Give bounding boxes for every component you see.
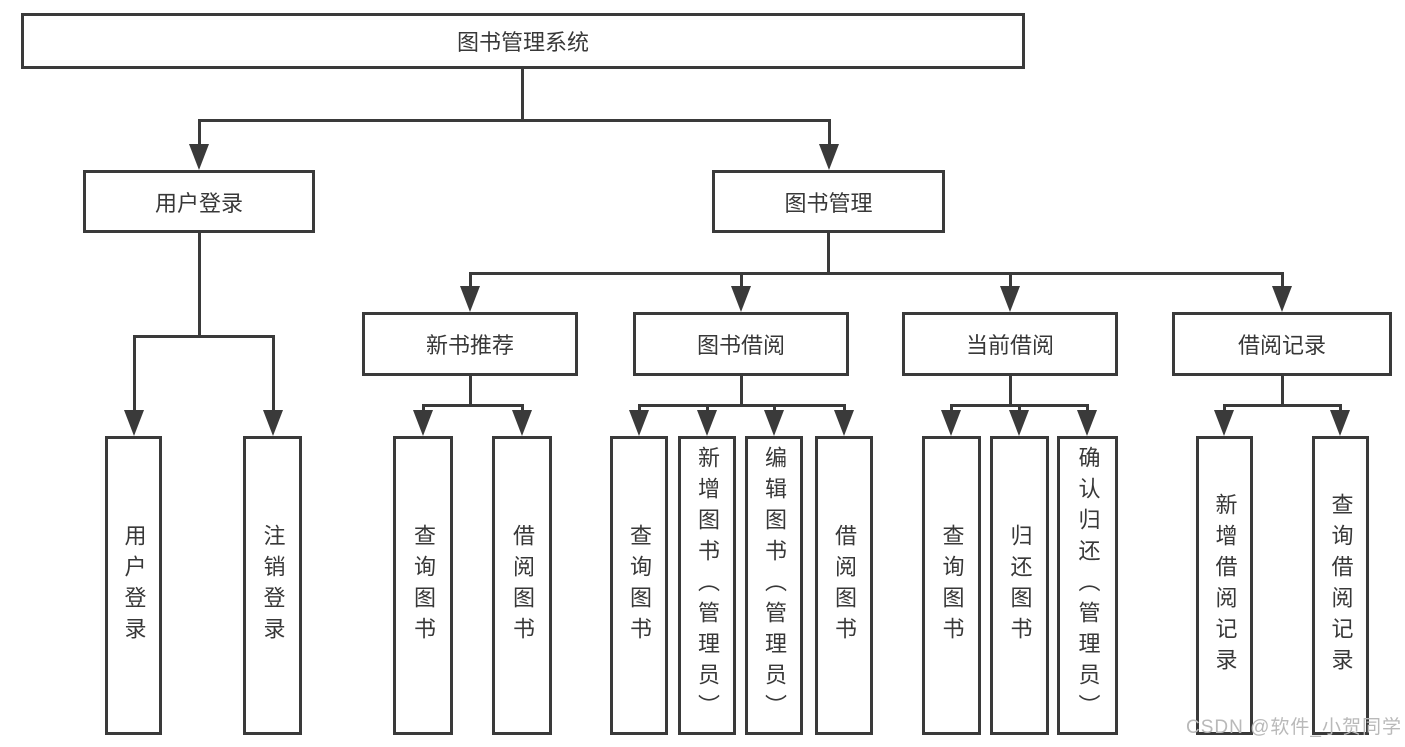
arrowhead-icon xyxy=(1214,410,1234,436)
node-borrow-books: 借阅图书 xyxy=(492,436,552,735)
connector-line xyxy=(422,404,523,407)
node-query-books: 查询图书 xyxy=(610,436,668,735)
connector-line xyxy=(469,376,472,406)
node-edit-books-admin: 编辑图书（管理员） xyxy=(745,436,803,735)
node-add-borrow-record: 新增借阅记录 xyxy=(1196,436,1253,735)
node-label: 用户登录 xyxy=(154,190,243,216)
node-label: 查询图书 xyxy=(627,523,652,648)
node-borrow-books: 借阅图书 xyxy=(815,436,873,735)
connector-line xyxy=(1281,376,1284,406)
connector-line xyxy=(1223,404,1341,407)
connector-line xyxy=(773,404,776,414)
arrowhead-icon xyxy=(1077,410,1097,436)
arrowhead-icon xyxy=(819,144,839,170)
arrowhead-icon xyxy=(124,410,144,436)
connector-line xyxy=(272,335,275,415)
node-confirm-return-admin: 确认归还（管理员） xyxy=(1057,436,1118,735)
node-label: 新书推荐 xyxy=(425,333,514,358)
node-label: 查询图书 xyxy=(411,523,436,648)
connector-line xyxy=(1281,272,1284,290)
connector-line xyxy=(198,119,831,122)
arrowhead-icon xyxy=(512,410,532,436)
node-label: 当前借阅 xyxy=(965,333,1054,358)
connector-line xyxy=(198,119,201,149)
arrowhead-icon xyxy=(1009,410,1029,436)
node-label: 借阅记录 xyxy=(1237,333,1326,358)
arrowhead-icon xyxy=(1272,286,1292,312)
node-label: 查询图书 xyxy=(939,523,965,648)
connector-line xyxy=(1009,272,1012,290)
node-query-borrow-record: 查询借阅记录 xyxy=(1312,436,1369,735)
csdn-watermark: CSDN @软件_小贺同学 xyxy=(1186,717,1402,738)
node-user-login: 用户登录 xyxy=(83,170,315,233)
node-label: 归还图书 xyxy=(1007,523,1033,648)
node-borrow-records: 借阅记录 xyxy=(1172,312,1392,376)
arrowhead-icon xyxy=(629,410,649,436)
node-label: 图书借阅 xyxy=(696,333,785,358)
arrowhead-icon xyxy=(1330,410,1350,436)
connector-line xyxy=(740,272,743,290)
connector-line xyxy=(638,404,641,414)
node-label: 借阅图书 xyxy=(832,523,857,648)
arrowhead-icon xyxy=(731,286,751,312)
connector-line xyxy=(133,335,136,415)
connector-line xyxy=(521,69,524,121)
arrowhead-icon xyxy=(460,286,480,312)
node-new-book-recommend: 新书推荐 xyxy=(362,312,578,376)
connector-line xyxy=(1223,404,1226,414)
connector-line xyxy=(950,404,953,414)
node-label: 新增借阅记录 xyxy=(1212,492,1238,679)
node-book-management: 图书管理 xyxy=(712,170,945,233)
connector-line xyxy=(740,376,743,406)
connector-line xyxy=(198,233,201,337)
node-query-books: 查询图书 xyxy=(393,436,453,735)
arrowhead-icon xyxy=(834,410,854,436)
connector-line xyxy=(521,404,524,414)
connector-line xyxy=(827,233,830,274)
node-logout: 注销登录 xyxy=(243,436,302,735)
connector-line xyxy=(706,404,709,414)
node-label: 注销登录 xyxy=(260,523,286,648)
arrowhead-icon xyxy=(413,410,433,436)
node-add-books-admin: 新增图书（管理员） xyxy=(678,436,736,735)
connector-line xyxy=(422,404,425,414)
connector-line xyxy=(828,119,831,149)
node-label: 用户登录 xyxy=(121,523,147,648)
node-book-borrow: 图书借阅 xyxy=(633,312,849,376)
arrowhead-icon xyxy=(189,144,209,170)
connector-line xyxy=(133,335,275,338)
connector-line xyxy=(469,272,1283,275)
node-library-management-system: 图书管理系统 xyxy=(21,13,1025,69)
arrowhead-icon xyxy=(941,410,961,436)
node-label: 编辑图书（管理员） xyxy=(762,446,787,725)
node-return-books: 归还图书 xyxy=(990,436,1049,735)
arrowhead-icon xyxy=(1000,286,1020,312)
connector-line xyxy=(843,404,846,414)
node-label: 图书管理系统 xyxy=(456,30,589,55)
arrowhead-icon xyxy=(263,410,283,436)
node-label: 确认归还（管理员） xyxy=(1075,446,1101,725)
connector-line xyxy=(469,272,472,290)
connector-line xyxy=(1339,404,1342,414)
connector-line xyxy=(1009,376,1012,406)
node-label: 新增图书（管理员） xyxy=(695,446,720,725)
node-query-books: 查询图书 xyxy=(922,436,981,735)
connector-line xyxy=(1086,404,1089,414)
node-user-login-leaf: 用户登录 xyxy=(105,436,162,735)
connector-line xyxy=(1018,404,1021,414)
node-label: 图书管理 xyxy=(784,190,873,216)
connector-line xyxy=(638,404,845,407)
arrowhead-icon xyxy=(697,410,717,436)
node-label: 借阅图书 xyxy=(510,523,535,648)
arrowhead-icon xyxy=(764,410,784,436)
node-current-borrow: 当前借阅 xyxy=(902,312,1118,376)
node-label: 查询借阅记录 xyxy=(1328,492,1354,679)
